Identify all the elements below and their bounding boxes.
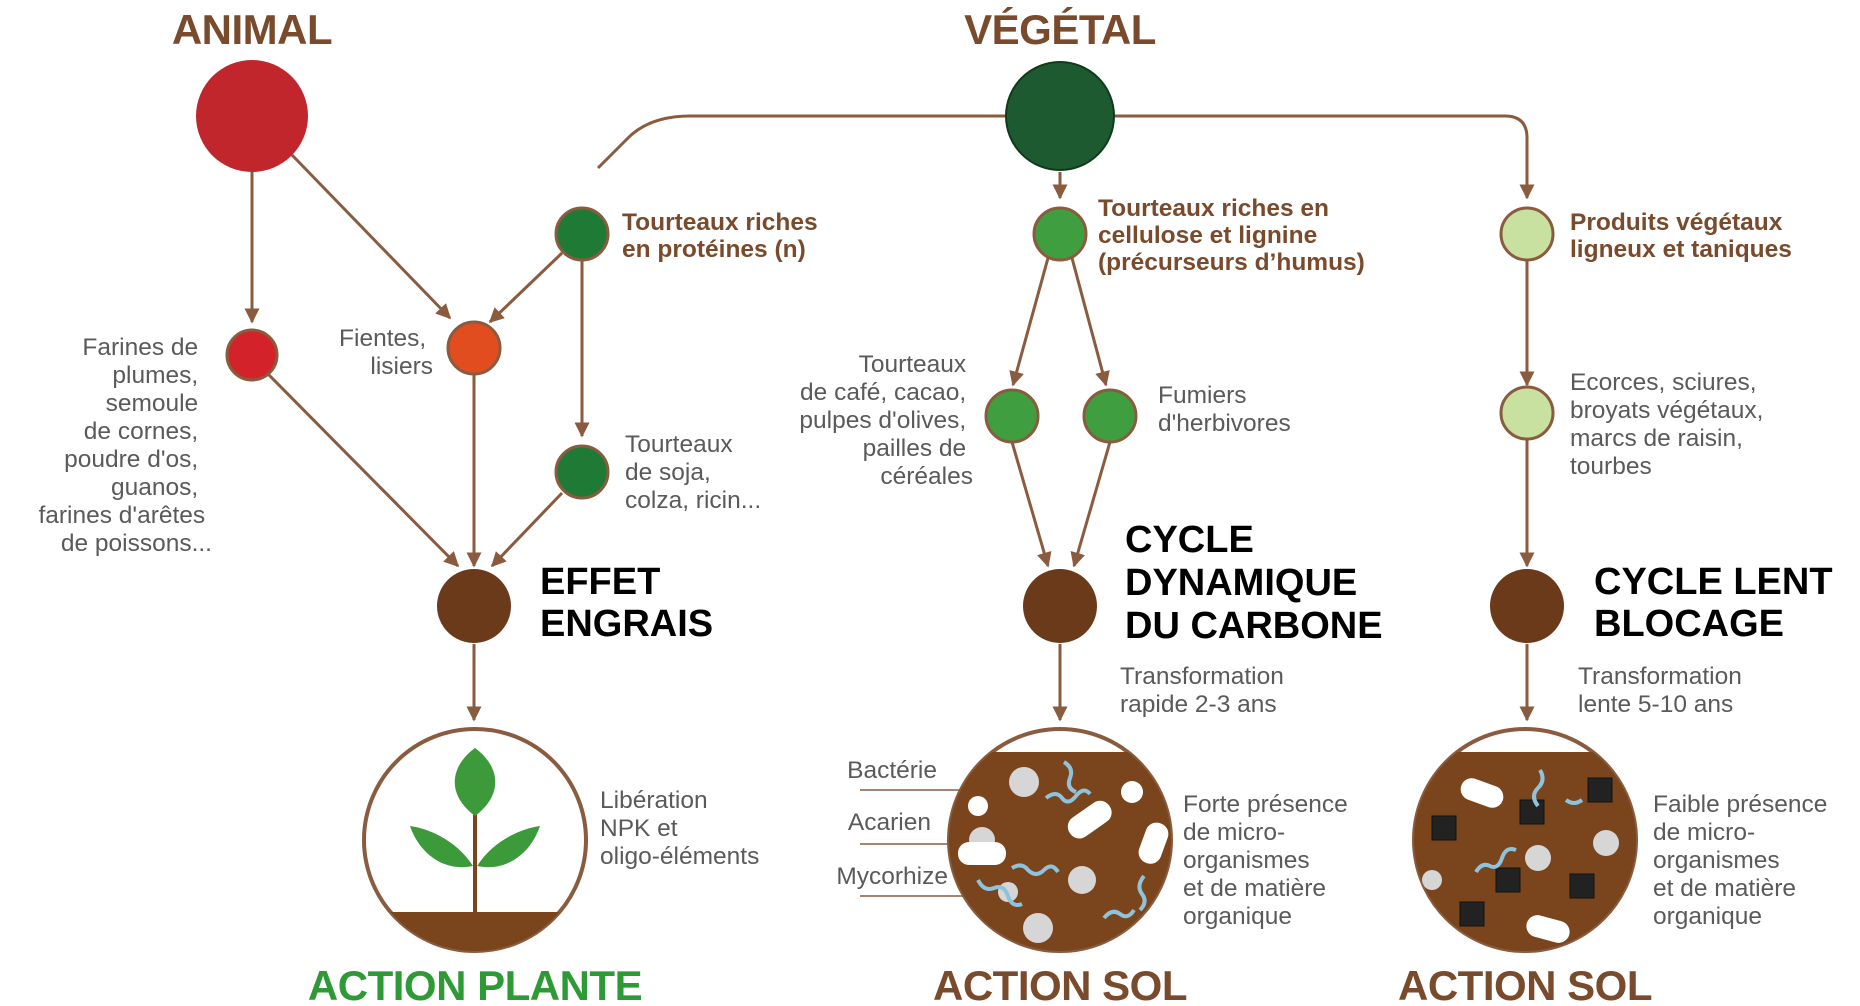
bacterie-label: Bactérie [847, 757, 937, 784]
header-action-sol-1: ACTION SOL [933, 962, 1187, 1006]
fientes-node [446, 320, 502, 376]
fumiers-label: Fumiers d'herbivores [1158, 382, 1291, 437]
farines-label: Farines de plumes, semoule de cornes, po… [38, 334, 212, 557]
description-labels: Farines de plumes, semoule de cornes, po… [38, 325, 1834, 930]
tourteaux-cafe-label: Tourteaux de café, cacao, pulpes d'olive… [799, 351, 973, 490]
vegetal-node [1005, 61, 1115, 171]
cycle-lent-annotation: CYCLE LENT BLOCAGE [1594, 561, 1843, 645]
ecorces-node [1499, 385, 1555, 441]
annotations: EFFET ENGRAIS CYCLE DYNAMIQUE DU CARBONE… [540, 519, 1843, 647]
effet-engrais-annotation: EFFET ENGRAIS [540, 561, 713, 645]
header-action-sol-2: ACTION SOL [1398, 962, 1652, 1006]
tourteaux-cellulose-label: Tourteaux riches en cellulose et lignine… [1098, 195, 1365, 276]
ecorces-label: Ecorces, sciures, broyats végétaux, marc… [1570, 369, 1770, 480]
connectors [244, 114, 1535, 897]
category-labels: Tourteaux riches en protéines (n) Tourte… [622, 195, 1792, 276]
produits-vegetaux-node [1499, 206, 1555, 262]
fumiers-node [1082, 388, 1138, 444]
acarien-label: Acarien [848, 809, 931, 836]
tourteaux-proteines-label: Tourteaux riches en protéines (n) [622, 209, 824, 263]
header-animal: ANIMAL [172, 6, 332, 53]
soil-slow-icon [1412, 727, 1638, 953]
soil-active-icon [947, 727, 1173, 953]
effet-engrais-node [437, 569, 511, 643]
faible-presence-label: Faible présence de micro- organismes et … [1653, 791, 1834, 930]
tourteaux-soja-node [554, 444, 610, 500]
cycle-lent-node [1490, 569, 1564, 643]
fientes-label: Fientes, lisiers [339, 325, 433, 380]
farines-node [225, 328, 279, 382]
tourteaux-cellulose-node [1032, 206, 1088, 262]
plant-icon [362, 727, 588, 953]
transformation-rapide-label: Transformation rapide 2-3 ans [1120, 663, 1291, 718]
nodes [196, 60, 1564, 643]
animal-node [196, 60, 308, 172]
liberation-label: Libération NPK et oligo-éléments [600, 787, 759, 870]
forte-presence-label: Forte présence de micro- organismes et d… [1183, 791, 1355, 930]
tourteaux-cafe-node [984, 388, 1040, 444]
tourteaux-proteines-node [554, 206, 610, 262]
produits-vegetaux-label: Produits végétaux ligneux et taniques [1570, 209, 1792, 263]
mycorhize-label: Mycorhize [836, 863, 948, 890]
cycle-dynamique-node [1023, 569, 1097, 643]
cycle-dynamique-annotation: CYCLE DYNAMIQUE DU CARBONE [1125, 519, 1383, 647]
tourteaux-soja-label: Tourteaux de soja, colza, ricin... [625, 431, 761, 514]
header-vegetal: VÉGÉTAL [964, 6, 1156, 53]
transformation-lente-label: Transformation lente 5-10 ans [1578, 663, 1749, 718]
header-action-plante: ACTION PLANTE [308, 962, 642, 1006]
headers: ANIMAL VÉGÉTAL ACTION PLANTE ACTION SOL … [172, 6, 1653, 1006]
